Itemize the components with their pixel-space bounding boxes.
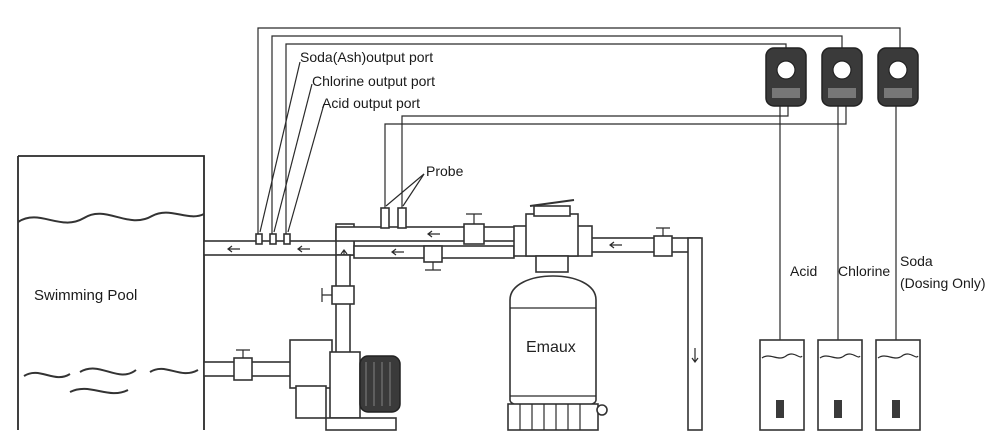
- soda-port-label: Soda(Ash)output port: [300, 49, 433, 65]
- signal-lines: [257, 27, 901, 234]
- valve-icon: [463, 213, 485, 245]
- tank-chlorine: [817, 339, 863, 431]
- dosing-pump-soda: [877, 47, 919, 107]
- valve-icon: [321, 285, 355, 305]
- chlorine-label: Chlorine: [838, 263, 890, 279]
- chlorine-port-label: Chlorine output port: [312, 73, 435, 89]
- valve-icon: [423, 245, 443, 271]
- soda-label: Soda: [900, 253, 933, 269]
- label-leaders: [259, 61, 425, 233]
- tank-soda: [875, 339, 921, 431]
- tank-acid: [759, 339, 805, 431]
- valve-icon: [653, 227, 673, 257]
- pump-assembly: [203, 254, 401, 431]
- soda-note-label: (Dosing Only): [900, 275, 986, 291]
- acid-label: Acid: [790, 263, 817, 279]
- valve-icon: [233, 349, 253, 381]
- return-pipe: [203, 207, 703, 431]
- dosing-pump-chlorine: [821, 47, 863, 107]
- dosing-pump-acid: [765, 47, 807, 107]
- probe-label: Probe: [426, 163, 464, 179]
- filter-brand-label: Emaux: [526, 339, 576, 356]
- swimming-pool: Swimming Pool: [17, 155, 205, 430]
- acid-port-label: Acid output port: [322, 95, 420, 111]
- swimming-pool-label: Swimming Pool: [34, 287, 137, 304]
- flow-arrow-icon: [227, 230, 699, 363]
- output-ports: [255, 233, 291, 245]
- probe-fittings: [380, 207, 407, 229]
- sand-filter: Emaux: [507, 199, 608, 431]
